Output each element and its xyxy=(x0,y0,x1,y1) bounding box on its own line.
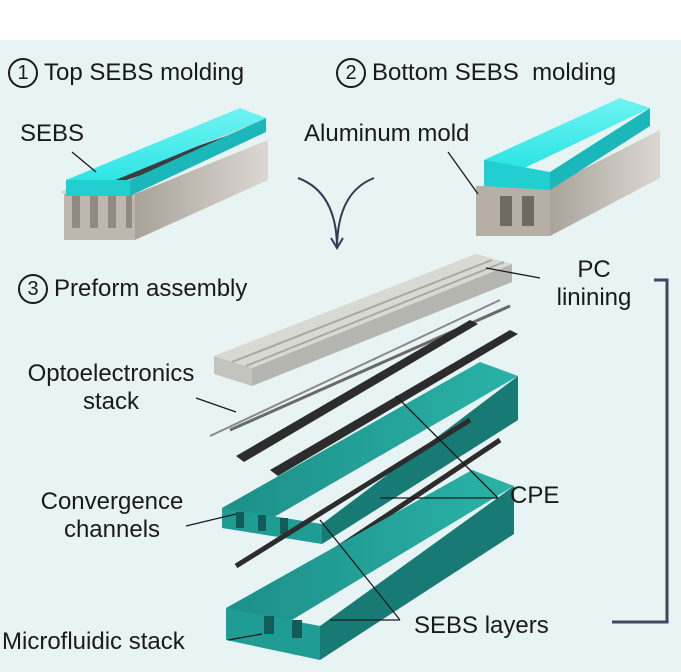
label-microfluidic-stack: Microfluidic stack xyxy=(2,628,185,655)
leader-sebs xyxy=(71,151,97,173)
leader-lines xyxy=(71,151,541,641)
top-sebs-top xyxy=(66,108,266,188)
label-pc-lining: PC linining xyxy=(544,256,644,311)
pc-lining-channel xyxy=(245,261,505,367)
convergence-layer-side xyxy=(322,376,518,544)
label-conv-line-1: Convergence xyxy=(40,488,184,515)
convergence-layer-top xyxy=(222,362,518,524)
label-optoelectronics-stack: Optoelectronics stack xyxy=(8,360,214,415)
pc-lining-front xyxy=(214,356,252,386)
label-sebs-layers: SEBS layers xyxy=(414,612,549,639)
top-mold-base-front xyxy=(64,194,135,240)
top-sebs-front xyxy=(66,180,130,196)
convergence-channel xyxy=(236,512,244,528)
bottom-sebs-top xyxy=(484,98,650,172)
microfluidic-channel xyxy=(292,620,302,638)
leader-opto xyxy=(195,397,237,413)
top-sebs-mold-illustration xyxy=(60,108,268,240)
opto-fiber xyxy=(209,299,501,437)
cpe-fiber xyxy=(234,417,472,569)
label-opto-line-1: Optoelectronics xyxy=(27,360,195,387)
top-mold-tooth xyxy=(108,194,116,228)
bottom-mold-front xyxy=(476,186,550,236)
microfluidic-channel xyxy=(264,616,274,634)
label-opto-line-2: stack xyxy=(82,387,139,415)
bottom-sebs-mold-illustration xyxy=(476,98,660,236)
top-mold-tooth xyxy=(126,194,132,228)
step-2-heading: 2 Bottom SEBS molding xyxy=(336,58,616,88)
bottom-sebs-front xyxy=(484,160,550,190)
top-sebs-side xyxy=(130,118,266,196)
preform-assembly-illustration xyxy=(209,254,518,660)
label-conv-line-2: channels xyxy=(63,515,161,543)
bracket xyxy=(612,278,669,624)
step-1-heading: 1 Top SEBS molding xyxy=(8,58,244,88)
step-2-label: Bottom SEBS molding xyxy=(372,59,617,87)
leader-sebs-layers-1 xyxy=(319,519,401,621)
leader-microfluidic xyxy=(227,633,263,641)
label-pc-lining-line-2: linining xyxy=(556,283,632,311)
label-pc-lining-line-1: PC xyxy=(577,256,611,283)
label-aluminum-mold: Aluminum mold xyxy=(304,120,470,147)
top-mold-tooth xyxy=(90,194,98,228)
bottom-mold-slot xyxy=(500,196,512,226)
convergence-channel xyxy=(258,515,266,531)
convergence-layer-front xyxy=(222,508,322,544)
step-1-label: Top SEBS molding xyxy=(44,59,245,87)
label-sebs: SEBS xyxy=(20,120,85,147)
top-mold-base-side xyxy=(135,140,268,240)
leader-conv xyxy=(185,513,237,527)
pc-lining-channel xyxy=(231,259,493,363)
leader-pc-lining xyxy=(485,267,541,279)
top-mold-tooth xyxy=(72,194,80,228)
label-convergence-channels: Convergence channels xyxy=(22,488,202,543)
step-3-number: 3 xyxy=(18,274,48,304)
cpe-strip xyxy=(270,330,518,476)
step-2-number: 2 xyxy=(336,58,366,88)
leader-aluminum-mold xyxy=(447,151,479,195)
leader-cpe-1 xyxy=(395,395,499,499)
step-3-label: Preform assembly xyxy=(54,275,248,303)
pc-lining-side xyxy=(252,264,512,386)
bottom-mold-slot xyxy=(522,196,534,226)
bottom-sebs-side xyxy=(550,108,650,190)
label-cpe: CPE xyxy=(510,482,560,509)
cpe-strip xyxy=(236,320,478,462)
microfluidic-layer-side xyxy=(320,486,514,660)
step-1-number: 1 xyxy=(8,58,38,88)
bottom-mold-side xyxy=(550,130,660,236)
convergence-channel xyxy=(280,518,288,534)
step-3-heading: 3 Preform assembly xyxy=(18,274,247,304)
merge-arrow xyxy=(297,177,375,250)
microfluidic-layer-top xyxy=(226,470,514,626)
